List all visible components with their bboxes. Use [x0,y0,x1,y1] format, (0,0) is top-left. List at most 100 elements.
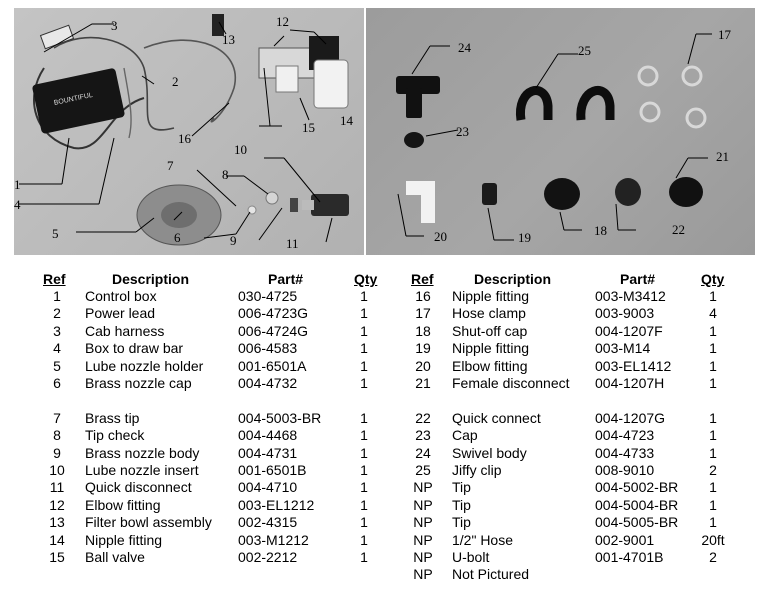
cell-part: 004-1207F [595,322,663,339]
cell-qty: 1 [709,340,717,357]
cell-description: Tip [452,496,471,513]
cell-part: 004-4733 [595,444,655,461]
cell-ref: NP [413,566,433,583]
cell-ref: 24 [415,444,431,461]
cell-description: Female disconnect [452,375,570,391]
cell-part: 003-M14 [595,340,651,357]
cell-ref: 23 [415,427,431,444]
callout-15: 15 [302,120,315,135]
cell-ref: NP [413,514,433,531]
cell-ref: 13 [49,514,65,531]
cell-ref: 15 [49,549,65,565]
cell-description: Not Pictured [452,566,530,583]
cell-qty: 1 [360,322,368,339]
callout-11: 11 [286,236,299,251]
cell-qty: 1 [360,514,368,531]
cell-part: 004-5004-BR [595,496,679,513]
cell-qty: 1 [360,409,368,426]
cell-qty: 1 [360,531,368,548]
callout-7: 7 [167,158,174,173]
cell-part: 004-4710 [238,479,298,496]
cell-description: U-bolt [452,549,490,565]
cell-part: 003-M1212 [238,531,309,548]
callout-10: 10 [234,142,247,157]
cell-qty: 1 [709,322,717,339]
cell-description: Cap [452,427,478,444]
header-ref-right: Ref [411,271,434,287]
cell-part: 004-1207H [595,375,665,391]
cell-description: Nipple fitting [452,288,530,304]
cell-description: Shut-off cap [452,322,528,339]
cell-ref: 18 [415,322,431,339]
cell-description: Hose clamp [452,305,526,322]
header-part-right: Part# [620,271,656,287]
cell-part: 004-4732 [238,375,298,391]
cell-description: Brass nozzle cap [85,375,192,391]
callout-9: 9 [230,233,237,248]
cell-description: Quick disconnect [85,479,192,496]
cell-qty: 1 [709,514,717,531]
cell-description: Swivel body [452,444,527,461]
cell-qty: 1 [360,496,368,513]
cell-qty: 1 [709,288,717,304]
cell-qty: 1 [709,479,717,496]
cell-description: Box to draw bar [85,340,184,357]
cell-description: Elbow fitting [452,357,528,374]
cell-part: 006-4583 [238,340,298,357]
cell-description: Tip [452,479,471,496]
cell-description: Brass nozzle body [85,444,200,461]
cell-description: Lube nozzle insert [85,462,199,478]
cell-ref: 12 [49,496,65,513]
callout-23: 23 [456,124,469,139]
cell-part: 002-9001 [595,531,655,548]
cell-ref: 17 [415,305,431,322]
cell-part: 001-4701B [595,549,664,565]
cell-ref: 5 [53,357,61,374]
cell-ref: 10 [49,462,65,478]
cell-description: Lube nozzle holder [85,357,204,374]
cell-part: 003-M3412 [595,288,666,304]
callout-21: 21 [716,149,729,164]
callout-14: 14 [340,113,353,128]
cell-description: Cab harness [85,322,165,339]
cell-part: 006-4723G [238,305,309,322]
cell-description: Elbow fitting [85,496,161,513]
cell-part: 008-9010 [595,462,655,478]
table-row: 12 Elbow fitting 003-EL1212 1 [0,497,772,514]
cell-qty: 1 [360,462,368,478]
cell-part: 004-5003-BR [238,409,322,426]
header-part-left: Part# [268,271,304,287]
cell-ref: 7 [53,409,61,426]
cell-part: 004-4468 [238,427,298,444]
cell-ref: 22 [415,409,431,426]
cell-description: Tip check [85,427,145,444]
cell-ref: 25 [415,462,431,478]
cell-description: Ball valve [85,549,145,565]
callout-13: 13 [222,32,235,47]
cell-description: Tip [452,514,471,531]
cell-part: 003-9003 [595,305,655,322]
cell-part: 003-EL1212 [238,496,315,513]
callout-19: 19 [518,230,531,245]
cell-qty: 2 [709,549,717,565]
cell-description: Filter bowl assembly [85,514,212,531]
header-description-right: Description [474,271,552,287]
callout-1: 1 [14,177,21,192]
table-row: NP Not Pictured [0,566,772,583]
